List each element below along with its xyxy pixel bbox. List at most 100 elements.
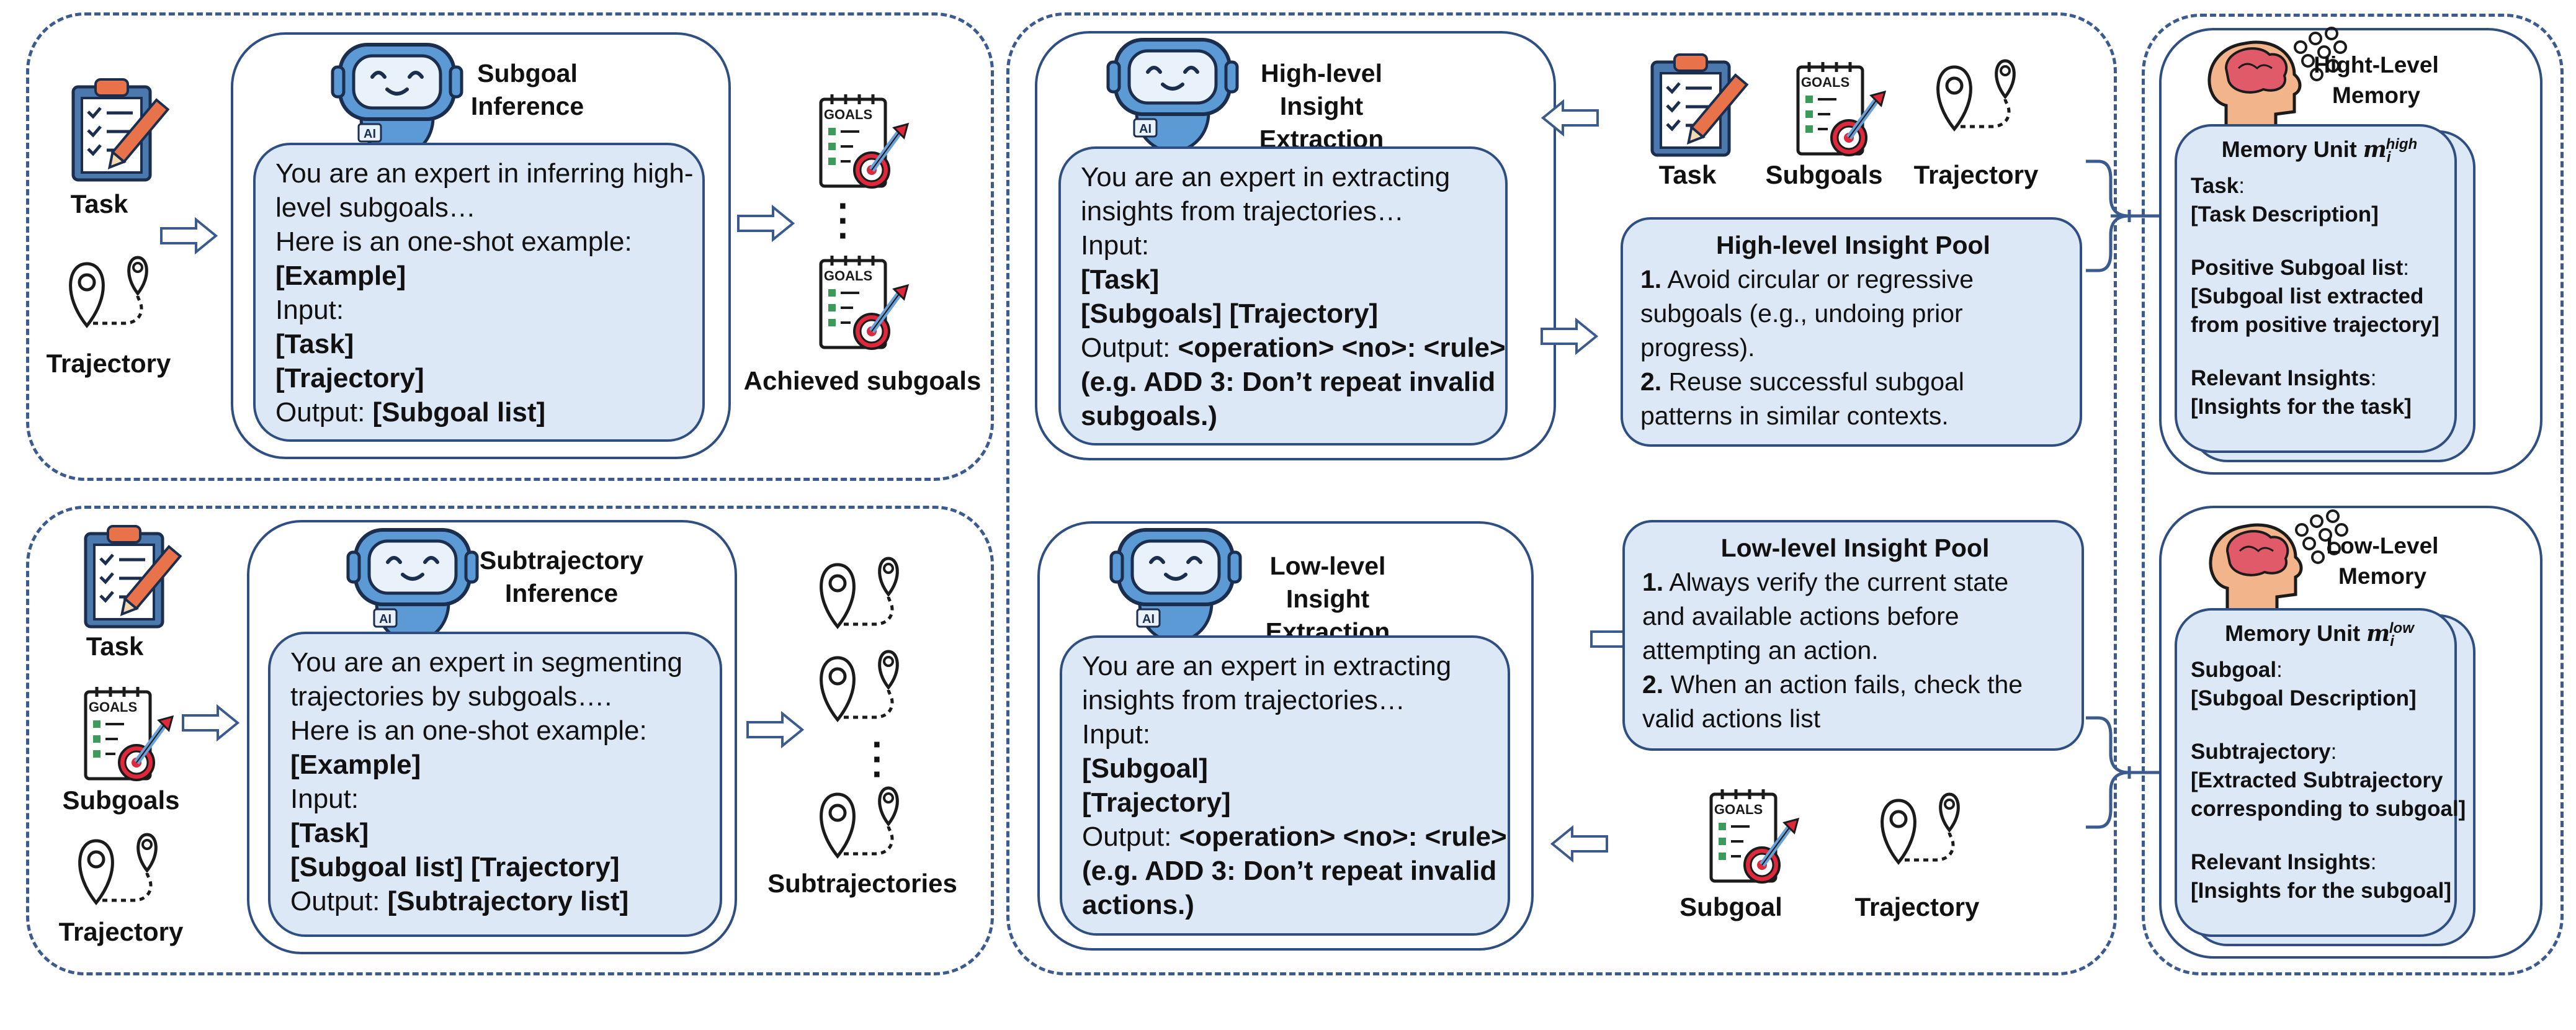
- prompt-line-text: You are an expert in segmenting: [290, 647, 682, 678]
- prompt-line: [Task]: [290, 816, 706, 850]
- hollow-arrow-icon: [160, 218, 217, 253]
- prompt-line: [Task]: [1081, 262, 1491, 297]
- prompt-line-text: [Subtrajectory list]: [387, 886, 629, 916]
- prompt-line-text: [Subgoal list] [Trajectory]: [290, 852, 620, 882]
- high-level-memory-title: Hight-Level Memory: [2314, 52, 2439, 108]
- low-level-extraction-prompt: You are an expert in extracting insights …: [1060, 635, 1510, 936]
- subtrajectory-inference-title: Subtrajectory Inference: [479, 546, 644, 607]
- insight-pool-line: valid actions list: [1642, 702, 2068, 736]
- prompt-line-text: [Subgoals] [Trajectory]: [1081, 298, 1379, 329]
- robot-icon: [344, 522, 481, 647]
- prompt-line: (e.g. ADD 3: Don’t repeat invalid: [1082, 854, 1496, 888]
- prompt-line-text: Input:: [275, 295, 344, 325]
- prompt-line-text: [Task]: [1081, 264, 1160, 295]
- insight-text: Reuse successful subgoal: [1661, 367, 1964, 396]
- location-pin-icon: [1867, 788, 1979, 881]
- goals-checklist-icon: [1700, 782, 1824, 887]
- task-field-label: Task:: [2191, 174, 2245, 199]
- subgoal-field-value: [Subgoal Description]: [2191, 686, 2417, 711]
- subgoals-label: Subgoals: [62, 786, 180, 815]
- prompt-line-text: Input:: [1081, 230, 1150, 261]
- subtrajectories-label: Subtrajectories: [767, 869, 957, 898]
- prompt-line: [Trajectory]: [275, 361, 689, 395]
- insight-pool-line: 1. Avoid circular or regressive: [1640, 262, 2066, 297]
- prompt-line-text: <operation> <no>: <rule>: [1178, 333, 1506, 363]
- ellipsis-dots: ···: [872, 723, 884, 795]
- subgoal-inference-title: Subgoal Inference: [470, 59, 584, 120]
- insight-pool-line: attempting an action.: [1642, 634, 2068, 668]
- location-pin-icon: [65, 828, 177, 921]
- prompt-line: Input:: [275, 293, 689, 327]
- subtrajectory-field-value: [Extracted Subtrajectory: [2191, 768, 2443, 793]
- prompt-line-text: [Example]: [290, 750, 421, 780]
- prompt-line-text: insights from trajectories…: [1081, 196, 1404, 226]
- prompt-line: [Trajectory]: [1082, 786, 1494, 820]
- insights-field-label: Relevant Insights:: [2191, 366, 2377, 391]
- goals-checklist-icon: [810, 248, 934, 354]
- insight-text: Avoid circular or regressive: [1661, 265, 1974, 293]
- prompt-line-text: subgoals.): [1081, 401, 1218, 431]
- prompt-line-text: [Task]: [275, 329, 354, 359]
- prompt-line: insights from trajectories…: [1082, 683, 1494, 717]
- section-memory: [2142, 14, 2564, 975]
- prompt-line-text: You are an expert in inferring high-: [275, 158, 694, 189]
- prompt-line-text: Input:: [290, 784, 359, 814]
- prompt-line-text: [Subgoal list]: [372, 397, 546, 428]
- section-subtrajectory-inference: [26, 506, 994, 975]
- hollow-arrow-icon: [1541, 319, 1598, 354]
- goals-checklist-icon: [1787, 55, 1911, 160]
- subtrajectory-field-value-2: corresponding to subgoal]: [2191, 797, 2466, 822]
- insight-text: patterns in similar contexts.: [1640, 401, 1949, 430]
- insight-pool-line: 2. When an action fails, check the: [1642, 668, 2068, 702]
- prompt-line: Input:: [290, 782, 706, 816]
- prompt-line-text: insights from trajectories…: [1082, 685, 1405, 715]
- task-label: Task: [1658, 160, 1717, 189]
- prompt-line: [Subgoal list] [Trajectory]: [290, 850, 706, 884]
- insight-pool-title: High-level Insight Pool: [1716, 231, 1990, 259]
- prompt-line: Input:: [1081, 228, 1491, 262]
- prompt-line-prefix: Output:: [1081, 333, 1178, 363]
- location-pin-icon: [807, 552, 918, 645]
- subgoal-field-label: Subgoal:: [2191, 658, 2283, 683]
- insight-number: 2.: [1642, 670, 1664, 699]
- hollow-arrow-icon: [1551, 826, 1608, 861]
- clipboard-icon: [1641, 50, 1740, 155]
- section-subgoal-inference: [26, 12, 994, 481]
- prompt-line: Here is an one-shot example:: [275, 225, 689, 259]
- location-pin-icon: [1923, 55, 2035, 148]
- prompt-line: (e.g. ADD 3: Don’t repeat invalid: [1081, 365, 1495, 399]
- insight-text: valid actions list: [1642, 704, 1821, 733]
- robot-icon: [1107, 522, 1244, 647]
- positive-field-value-2: from positive trajectory]: [2191, 313, 2440, 338]
- hollow-arrow-icon: [737, 206, 794, 241]
- prompt-line-text: trajectories by subgoals….: [290, 681, 612, 712]
- insight-number: 1.: [1640, 265, 1662, 293]
- section-insight-extraction: [1006, 12, 2117, 975]
- memory-unit-title: Memory Unit mihigh: [2221, 136, 2418, 166]
- clipboard-icon: [74, 521, 174, 627]
- insight-pool-line: subgoals (e.g., undoing prior: [1640, 297, 2066, 331]
- prompt-line: [Example]: [290, 748, 706, 782]
- insight-pool-title: Low-level Insight Pool: [1720, 534, 1990, 562]
- task-label: Task: [86, 632, 144, 661]
- hollow-arrow-icon: [182, 705, 239, 740]
- prompt-line-prefix: Output:: [1082, 822, 1179, 852]
- low-level-memory-title: Low-Level Memory: [2326, 533, 2439, 589]
- prompt-line-text: You are an expert in extracting: [1082, 651, 1452, 681]
- insight-pool-line: progress).: [1640, 331, 2066, 365]
- prompt-line: Output: [Subgoal list]: [275, 395, 689, 429]
- trajectory-label: Trajectory: [58, 917, 184, 946]
- prompt-line: [Example]: [275, 259, 689, 293]
- prompt-line: You are an expert in inferring high-: [275, 156, 693, 190]
- subgoal-label: Subgoal: [1679, 892, 1782, 921]
- insights-field-value: [Insights for the subgoal]: [2191, 879, 2451, 903]
- positive-field-value: [Subgoal list extracted: [2191, 284, 2424, 309]
- insight-text: attempting an action.: [1642, 636, 1879, 665]
- location-pin-icon: [56, 251, 168, 344]
- prompt-line: Here is an one-shot example:: [290, 714, 706, 748]
- insight-pool-line: and available actions before: [1642, 599, 2068, 634]
